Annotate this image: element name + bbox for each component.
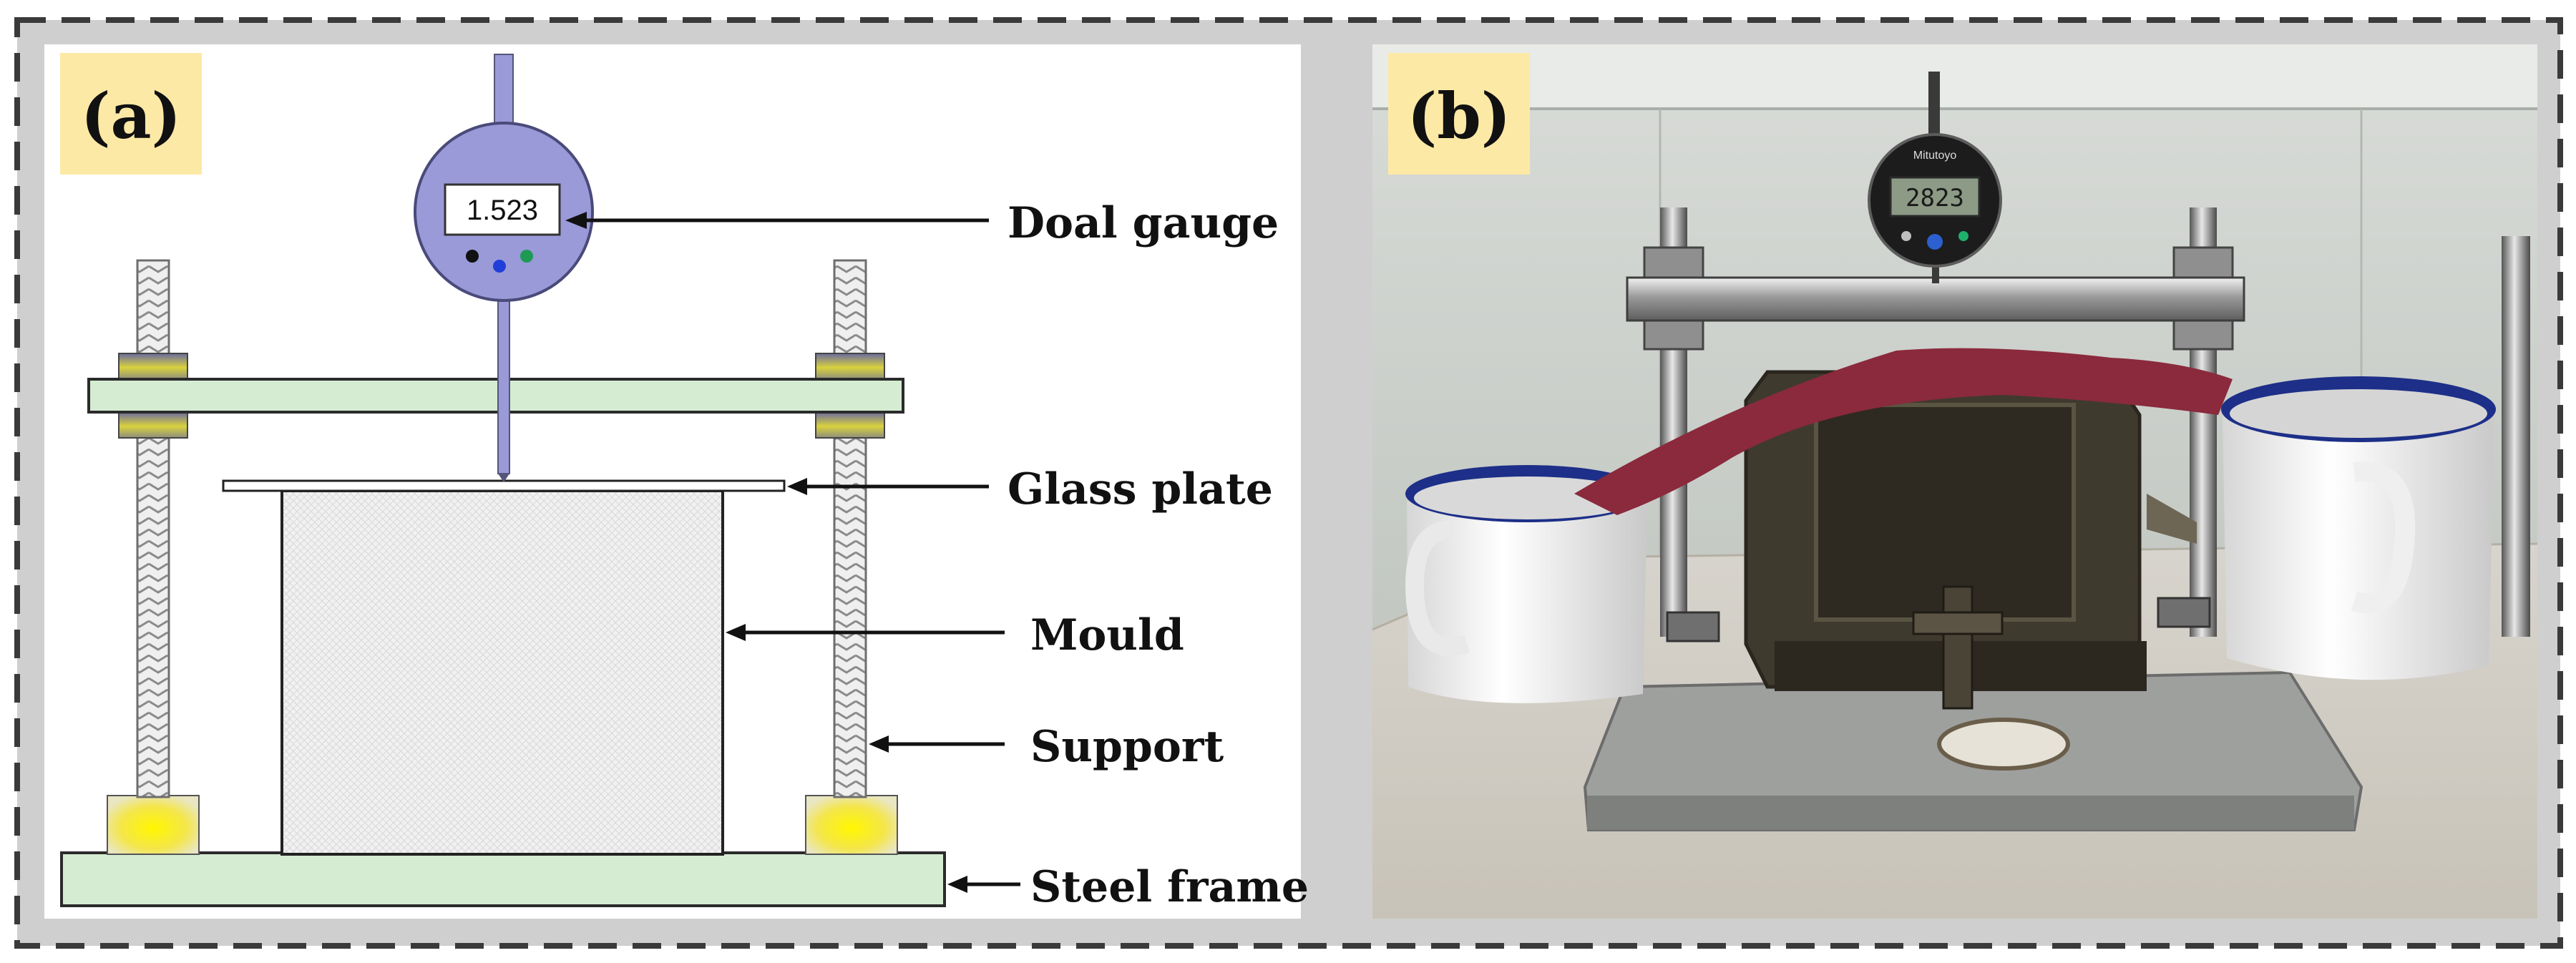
- right-upper-nut: [815, 353, 885, 380]
- panel-b: Mitutoyo 2823 (b): [1372, 44, 2538, 919]
- photo-gauge-brand: Mitutoyo: [1913, 150, 1957, 162]
- gauge-reading: 1.523: [467, 195, 538, 226]
- panel-a-pointers: [565, 212, 1020, 893]
- arrowhead-dial-gauge: [565, 212, 587, 229]
- panel-a-badge: [60, 53, 202, 175]
- photo-gauge-reading: 2823: [1906, 184, 1964, 212]
- gauge-button-blue: [493, 260, 506, 273]
- panel-b-badge-text: (b): [1407, 79, 1511, 153]
- photo-clamp-bar: [1912, 611, 2004, 635]
- arrowhead-glass-plate: [787, 478, 807, 495]
- arrowhead-mould: [726, 624, 746, 641]
- label-dial-gauge: Doal gauge: [1008, 198, 1279, 248]
- left-base-block: [107, 795, 200, 855]
- label-glass-plate: Glass plate: [1008, 464, 1273, 514]
- gauge-display: [444, 183, 561, 236]
- photo-side-bolt: [2147, 494, 2197, 544]
- mould: [280, 489, 724, 856]
- panel-a-badge-text: (a): [81, 79, 181, 153]
- photo-right-foot-nut: [2157, 597, 2211, 628]
- right-base-block: [805, 795, 898, 855]
- left-mug: [1405, 465, 1649, 703]
- steel-frame-base: [60, 851, 946, 907]
- left-upper-nut: [118, 353, 188, 380]
- photo-left-foot-nut: [1666, 611, 1720, 642]
- glass-plate: [222, 479, 786, 492]
- gauge-button-black: [466, 250, 479, 263]
- photo-red-cloth: [1574, 348, 2233, 515]
- label-steel-frame: Steel frame: [1030, 862, 1309, 912]
- photo-gauge-display: [1889, 176, 1981, 217]
- label-support: Support: [1030, 722, 1224, 772]
- panel-a: (a) 1.523: [44, 44, 1309, 919]
- left-threaded-support: [136, 259, 170, 798]
- right-mug: [2221, 376, 2496, 680]
- wall-upper-trim: [1372, 44, 2537, 109]
- left-mug-handle: [1405, 520, 1470, 656]
- gauge-button-green: [520, 250, 533, 263]
- arrowhead-support: [869, 735, 889, 753]
- photo-gauge-button-left: [1901, 231, 1911, 241]
- right-threaded-support: [833, 259, 867, 798]
- plate-mark: [1937, 718, 2070, 771]
- photo-mould: [1744, 370, 2197, 710]
- photo-gauge-button-green: [1958, 231, 1968, 241]
- photo-gauge-top-stem: [1928, 72, 1940, 150]
- photo-left-lower-nut: [1643, 316, 1704, 351]
- left-lower-nut: [118, 411, 188, 439]
- photo-clamp-bolt: [1942, 585, 1974, 710]
- photo-gauge-button-blue: [1927, 234, 1943, 250]
- right-lower-nut: [815, 411, 885, 439]
- right-mug-opening: [2230, 389, 2487, 438]
- left-mug-opening: [1414, 476, 1640, 519]
- photo-left-top-nut: [1643, 246, 1704, 280]
- label-mould: Mould: [1030, 610, 1184, 660]
- photo-right-lower-nut: [2172, 316, 2234, 351]
- right-mug-body: [2223, 415, 2494, 680]
- gauge-tip: [498, 474, 509, 482]
- top-crossbar-plate: [87, 378, 904, 414]
- photo-mould-cavity: [1814, 403, 2076, 622]
- photo-base-plate-edge: [1587, 796, 2354, 830]
- photo-far-right-rod: [2502, 236, 2530, 637]
- panel-b-badge: [1388, 53, 1530, 175]
- gauge-spindle: [497, 285, 510, 474]
- right-mug-handle: [2351, 461, 2416, 614]
- photo-top-bar: [1626, 276, 2245, 322]
- photo-right-top-nut: [2172, 246, 2234, 280]
- arrowhead-steel-frame: [947, 876, 967, 893]
